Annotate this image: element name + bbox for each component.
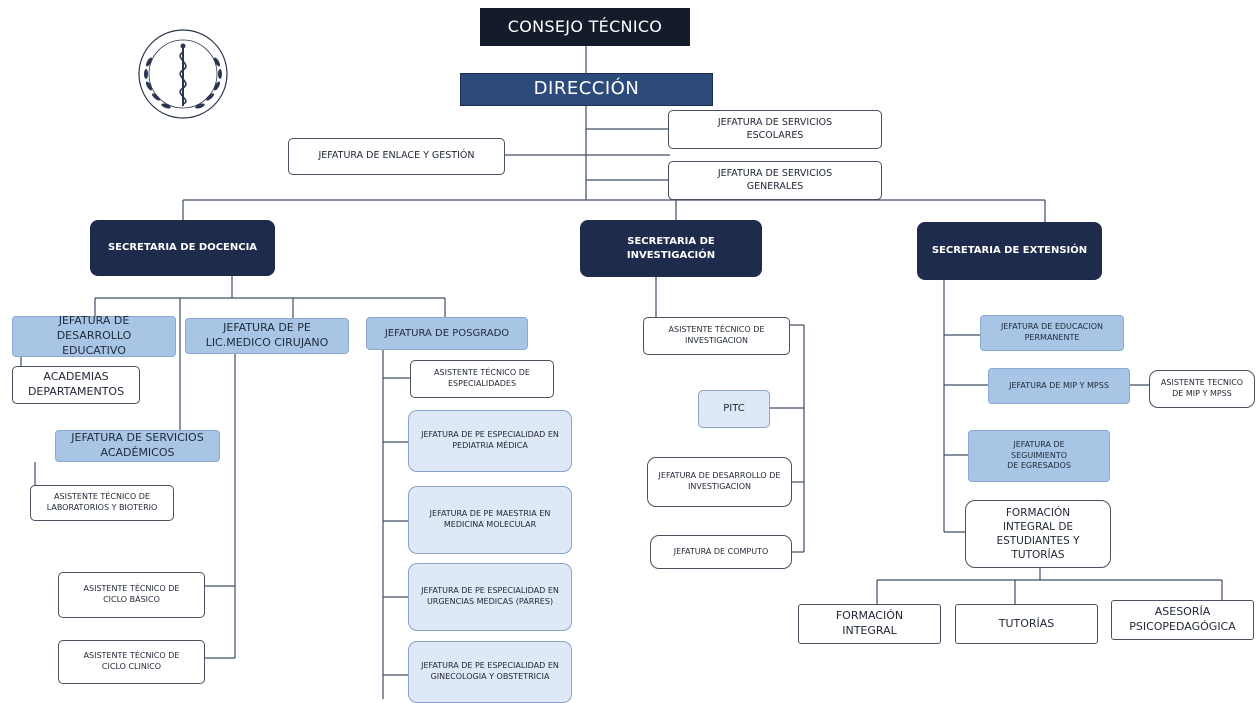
pitc-box: PITC (698, 390, 770, 428)
jefatura-mip-mpss-box: JEFATURA DE MIP Y MPSS (988, 368, 1130, 404)
asesoria-psicopedagogica-box: ASESORÍA PSICOPEDAGÓGICA (1111, 600, 1254, 640)
asistente-laboratorios-box: ASISTENTE TÉCNICO DE LABORATORIOS Y BIOT… (30, 485, 174, 521)
academias-departamentos-box: ACADEMIAS DEPARTAMENTOS (12, 366, 140, 404)
formacion-integral-box: FORMACIÓN INTEGRAL (798, 604, 941, 644)
jefatura-desarrollo-educativo-box: JEFATURA DE DESARROLLO EDUCATIVO (12, 314, 176, 357)
secretaria-docencia-box: SECRETARIA DE DOCENCIA (90, 220, 275, 276)
jefatura-pe-medico-box: JEFATURA DE PE LIC.MEDICO CIRUJANO (185, 318, 349, 354)
consejo-tecnico-box: CONSEJO TÉCNICO (480, 8, 690, 46)
jefatura-computo-box: JEFATURA DE COMPUTO (650, 535, 792, 569)
asistente-ciclo-clinico-box: ASISTENTE TÉCNICO DE CICLO CLINICO (58, 640, 205, 684)
jefatura-pe-urgencias-box: JEFATURA DE PE ESPECIALIDAD EN URGENCIAS… (408, 563, 572, 631)
asistente-especialidades-box: ASISTENTE TÉCNICO DE ESPECIALIDADES (410, 360, 554, 398)
jefatura-pe-medicina-molecular-box: JEFATURA DE PE MAESTRIA EN MEDICINA MOLE… (408, 486, 572, 554)
jefatura-pe-pediatria-box: JEFATURA DE PE ESPECIALIDAD EN PEDIATRIA… (408, 410, 572, 472)
formacion-integral-tutorias-box: FORMACIÓN INTEGRAL DE ESTUDIANTES Y TUTO… (965, 500, 1111, 568)
jefatura-servicios-academicos-box: JEFATURA DE SERVICIOS ACADÉMICOS (55, 430, 220, 462)
jefatura-enlace-gestion-box: JEFATURA DE ENLACE Y GESTIÓN (288, 138, 505, 175)
jefatura-desarrollo-investigacion-box: JEFATURA DE DESARROLLO DE INVESTIGACION (647, 457, 792, 507)
secretaria-investigacion-box: SECRETARIA DE INVESTIGACIÓN (580, 220, 762, 277)
jefatura-posgrado-box: JEFATURA DE POSGRADO (366, 317, 528, 350)
caduceus-laurel-icon (138, 29, 228, 119)
direccion-box: DIRECCIÓN (460, 73, 713, 106)
secretaria-extension-box: SECRETARIA DE EXTENSIÓN (917, 222, 1102, 280)
tutorias-box: TUTORÍAS (955, 604, 1098, 644)
asistente-ciclo-basico-box: ASISTENTE TÉCNICO DE CICLO BÁSICO (58, 572, 205, 618)
asistente-mip-mpss-box: ASISTENTE TECNICO DE MIP Y MPSS (1149, 370, 1255, 408)
jefatura-educacion-permanente-box: JEFATURA DE EDUCACION PERMANENTE (980, 315, 1124, 351)
jefatura-seguimiento-egresados-box: JEFATURA DE SEGUIMIENTO DE EGRESADOS (968, 430, 1110, 482)
asistente-investigacion-box: ASISTENTE TÉCNICO DE INVESTIGACION (643, 317, 790, 355)
jefatura-pe-ginecologia-box: JEFATURA DE PE ESPECIALIDAD EN GINECOLOG… (408, 641, 572, 703)
faculty-seal-logo (133, 22, 233, 126)
jefatura-servicios-generales-box: JEFATURA DE SERVICIOS GENERALES (668, 161, 882, 200)
jefatura-servicios-escolares-box: JEFATURA DE SERVICIOS ESCOLARES (668, 110, 882, 149)
